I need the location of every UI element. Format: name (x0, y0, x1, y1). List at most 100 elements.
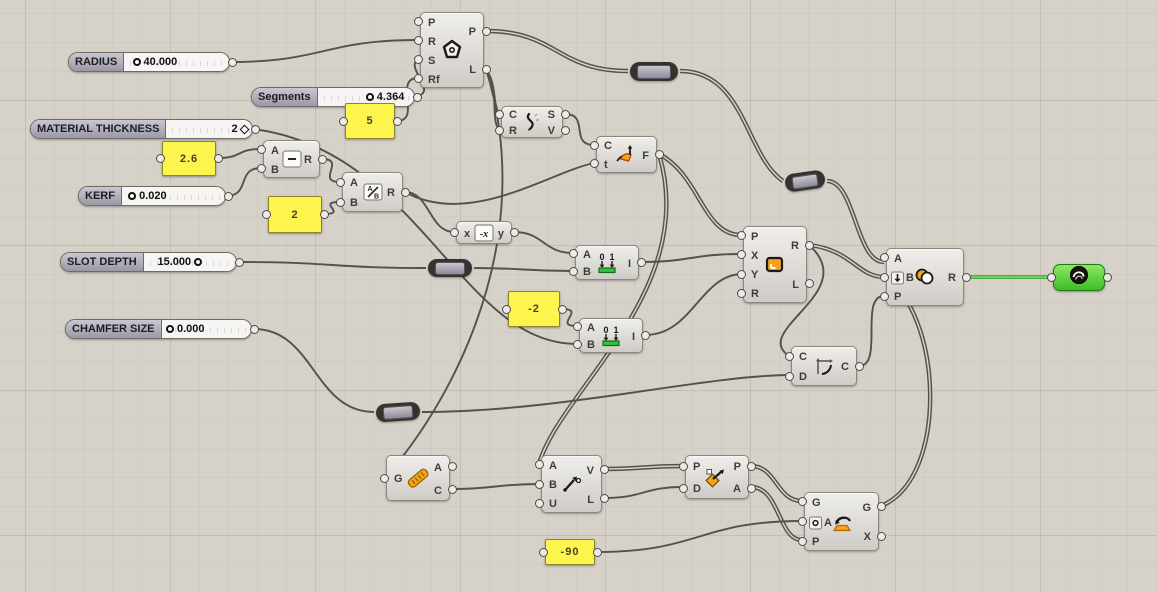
wire[interactable] (404, 162, 595, 205)
panel-output-grip[interactable] (319, 210, 329, 219)
wire[interactable] (451, 483, 540, 490)
component-input-grip[interactable] (879, 272, 889, 282)
panel-2[interactable]: 2 (268, 196, 322, 233)
panel-neg-2[interactable]: -2 (508, 291, 560, 327)
slider-grip[interactable] (239, 124, 250, 134)
component-input-grip[interactable] (797, 536, 807, 546)
component-output-grip[interactable] (746, 483, 756, 493)
slider-track[interactable]: 15.000 (143, 253, 236, 271)
slider-grip[interactable] (128, 192, 137, 200)
wire[interactable] (880, 275, 933, 509)
panel-input-grip[interactable] (538, 547, 548, 557)
panel-output-grip[interactable] (557, 304, 567, 314)
wire-relay[interactable] (630, 62, 678, 81)
component-input-grip[interactable] (736, 288, 746, 298)
slider-output-grip[interactable] (234, 257, 244, 267)
wire[interactable] (644, 273, 742, 336)
wire[interactable] (750, 486, 803, 541)
panel-input-grip[interactable] (338, 116, 348, 126)
wire[interactable] (321, 158, 341, 183)
component-input-grip[interactable] (413, 36, 423, 45)
wire[interactable] (779, 244, 825, 357)
component-output-grip[interactable] (447, 485, 457, 494)
component-input-grip[interactable] (784, 371, 794, 381)
component-input-grip[interactable] (572, 322, 582, 332)
curve-output-param[interactable] (1053, 264, 1105, 291)
component-input-grip[interactable] (413, 55, 423, 64)
component-output-grip[interactable] (481, 26, 491, 36)
slider-track[interactable]: 2 (166, 120, 252, 138)
wire-relay[interactable] (428, 259, 472, 277)
component-input-grip[interactable] (736, 231, 746, 241)
wire[interactable] (253, 328, 375, 413)
slider-track[interactable]: 4.364 (317, 88, 414, 106)
wire[interactable] (658, 153, 742, 236)
component-input-grip[interactable] (256, 164, 266, 173)
component-input-grip[interactable] (797, 497, 807, 507)
component-input-grip[interactable] (736, 250, 746, 260)
component-output-grip[interactable] (481, 64, 491, 74)
slider-track[interactable]: 0.020 (121, 187, 225, 205)
component-output-grip[interactable] (804, 240, 814, 250)
component-output-grip[interactable] (854, 361, 864, 371)
wire[interactable] (238, 261, 427, 269)
wire[interactable] (603, 465, 684, 470)
component-input-grip[interactable] (797, 517, 807, 526)
component-input-grip[interactable] (413, 74, 423, 83)
wire[interactable] (657, 152, 742, 238)
wire[interactable] (880, 276, 931, 507)
slider-output-grip[interactable] (223, 191, 233, 201)
slider-track[interactable]: 40.000 (124, 53, 229, 71)
slider-output-grip[interactable] (250, 124, 260, 134)
component-input-grip[interactable] (879, 291, 889, 301)
wire[interactable] (225, 167, 262, 197)
component-input-grip[interactable] (678, 483, 688, 493)
slider-grip[interactable] (365, 93, 374, 101)
slider-output-grip[interactable] (227, 57, 237, 67)
component-input-grip[interactable] (784, 351, 794, 361)
component-input-grip[interactable] (335, 177, 345, 187)
component-output-grip[interactable] (746, 461, 756, 471)
component-input-grip[interactable] (379, 473, 389, 483)
component-input-grip[interactable] (449, 228, 459, 237)
component-output-grip[interactable] (640, 331, 650, 340)
component-output-grip[interactable] (509, 228, 519, 237)
component-input-grip[interactable] (879, 253, 889, 263)
wire[interactable] (383, 68, 504, 479)
component-input-grip[interactable] (494, 109, 504, 119)
param-output-grip[interactable] (1102, 273, 1112, 282)
component-input-grip[interactable] (534, 479, 544, 489)
wire-relay[interactable] (375, 401, 421, 423)
component-output-grip[interactable] (876, 502, 886, 512)
slider-value[interactable]: 0.000 (165, 323, 205, 335)
wire[interactable] (404, 191, 455, 233)
panel-5[interactable]: 5 (345, 103, 395, 139)
slider-value[interactable]: 4.364 (365, 91, 404, 103)
slider-grip[interactable] (194, 258, 203, 266)
panel-output-grip[interactable] (213, 154, 223, 163)
slider-output-grip[interactable] (412, 92, 422, 102)
component-input-grip[interactable] (736, 269, 746, 279)
panel-input-grip[interactable] (261, 210, 271, 219)
slider-value[interactable]: 40.000 (132, 56, 177, 68)
panel-output-grip[interactable] (592, 547, 602, 557)
slider-value[interactable]: 0.020 (128, 190, 167, 202)
panel-2-6[interactable]: 2.6 (162, 141, 216, 176)
component-input-grip[interactable] (256, 145, 266, 154)
wire[interactable] (485, 30, 629, 72)
component-output-grip[interactable] (654, 150, 664, 159)
component-output-grip[interactable] (636, 258, 646, 267)
component-output-grip[interactable] (317, 154, 327, 164)
wire[interactable] (826, 180, 885, 263)
component-input-grip[interactable] (335, 197, 345, 207)
